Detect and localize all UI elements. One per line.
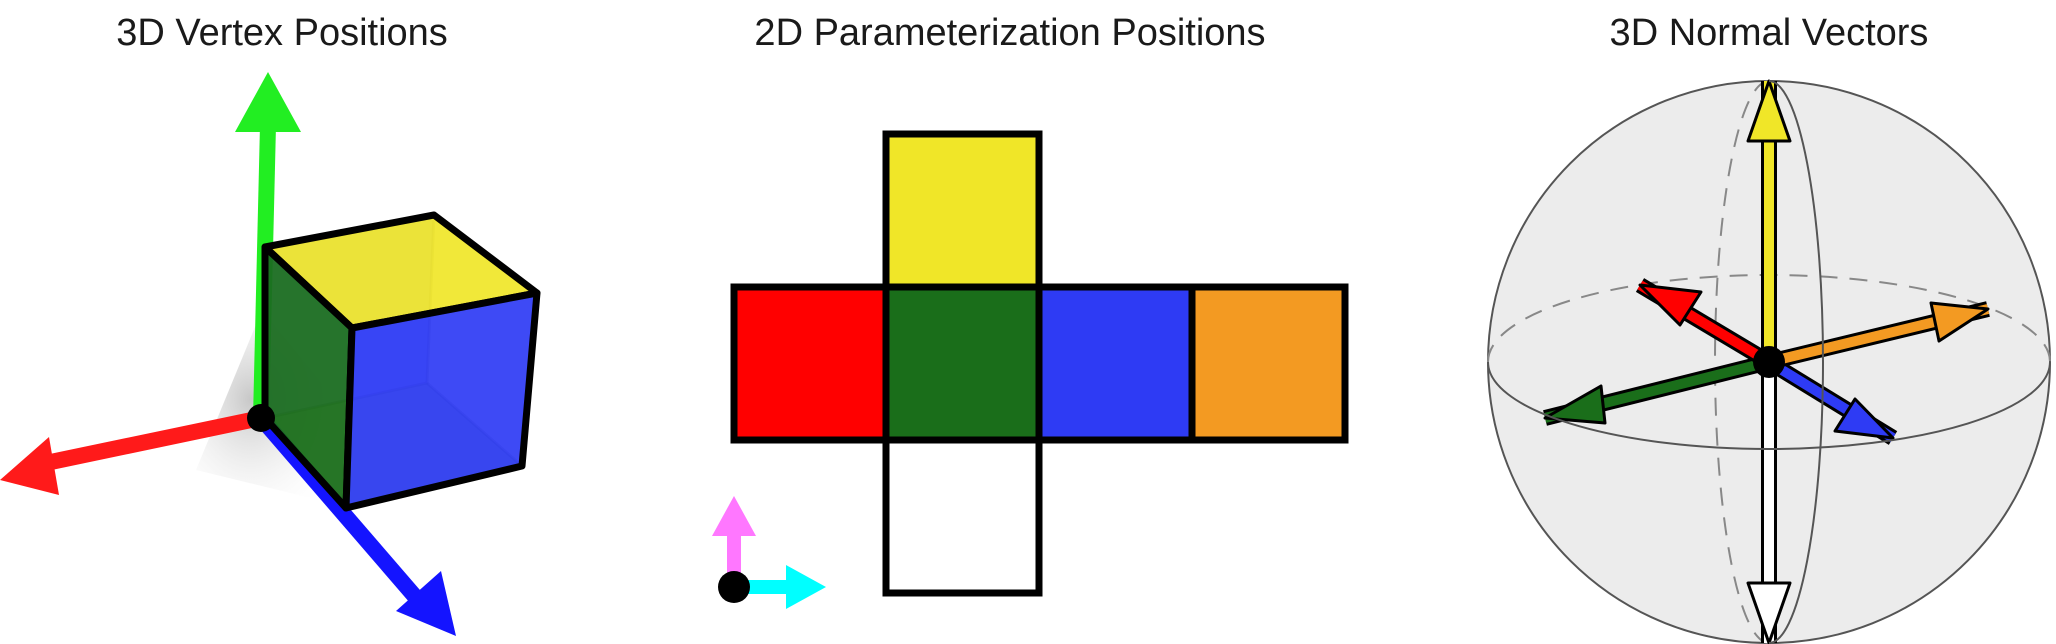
- sphere-meridian-front: [1768, 80, 1824, 644]
- uv-face-top: [882, 130, 1043, 291]
- sphere-equator-front: [1487, 361, 2051, 450]
- sphere-center-point: [1753, 346, 1785, 378]
- normal-vector-back: [1767, 301, 1990, 370]
- normal-left-arrowhead: [1638, 283, 1703, 327]
- z-axis-arrowhead: [396, 571, 456, 636]
- uv-face-front: [882, 283, 1043, 444]
- origin-point: [247, 404, 275, 432]
- uv-face-right: [1035, 283, 1196, 444]
- panel-title-parameterization-positions: 2D Parameterization Positions: [754, 12, 1266, 54]
- normal-right-arrowhead: [1833, 397, 1895, 440]
- z-axis-shaft: [254, 412, 425, 606]
- uv-face-back: [1188, 283, 1349, 444]
- parameterization-panel: [712, 130, 1349, 609]
- u-axis-arrowhead: [786, 565, 826, 609]
- normal-vector-right: [1764, 355, 1898, 445]
- normal-down-arrowhead: [1746, 581, 1792, 644]
- normal-vector-front: [1543, 354, 1771, 426]
- normal-vector-down: [1746, 362, 1792, 644]
- x-axis-shaft: [44, 410, 263, 471]
- y-axis-arrowhead: [235, 72, 301, 132]
- uv-origin-point: [718, 571, 750, 603]
- v-axis-arrowhead: [712, 496, 756, 536]
- normal-vectors-panel: [1487, 79, 2051, 644]
- normal-front-arrowhead: [1543, 384, 1607, 425]
- panel-title-normal-vectors: 3D Normal Vectors: [1609, 12, 1929, 54]
- normal-up-arrowhead: [1746, 79, 1792, 143]
- normal-back-arrowhead: [1929, 301, 1990, 343]
- sphere-meridian-back: [1714, 80, 1770, 644]
- uv-face-bottom: [882, 436, 1043, 597]
- cube-right-face: [342, 289, 541, 512]
- normal-vector-left: [1635, 278, 1774, 369]
- vertex-positions-panel: [0, 72, 541, 636]
- panel-title-vertex-positions: 3D Vertex Positions: [116, 12, 448, 54]
- x-axis-arrowhead: [0, 437, 59, 495]
- uv-face-left: [730, 283, 890, 444]
- normal-vector-up: [1746, 79, 1792, 362]
